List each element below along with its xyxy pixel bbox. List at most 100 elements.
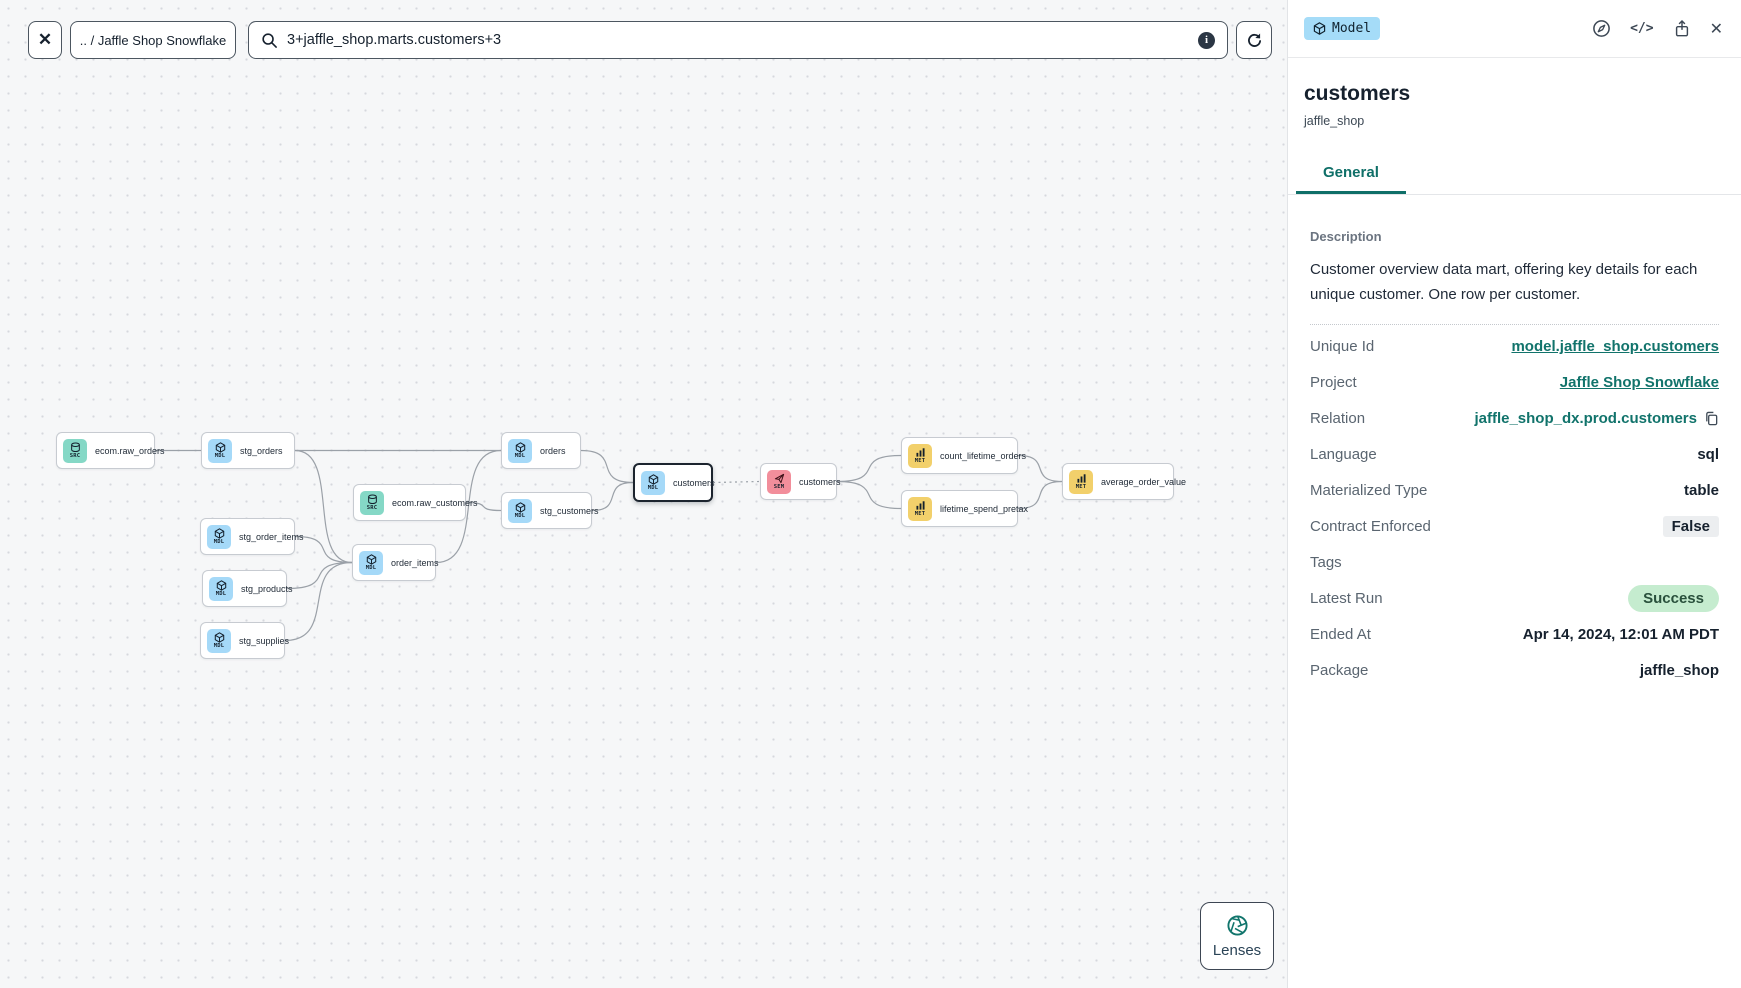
semantic-icon: SEM — [767, 469, 791, 494]
field-value: model.jaffle_shop.customers — [1511, 338, 1719, 355]
graph-node-stg_products[interactable]: MDL stg_products — [202, 570, 293, 607]
field-link[interactable]: Jaffle Shop Snowflake — [1559, 374, 1719, 391]
tab-bar: General — [1288, 156, 1741, 195]
graph-node-stg_supplies[interactable]: MDL stg_supplies — [200, 622, 289, 659]
field-value: Jaffle Shop Snowflake — [1560, 374, 1719, 391]
field-value: Success — [1628, 585, 1719, 612]
node-label: average_order_value — [1101, 476, 1187, 487]
field-label: Project — [1310, 374, 1357, 391]
field-row: Relation jaffle_shop_dx.prod.customers — [1310, 401, 1719, 437]
search-input[interactable] — [287, 32, 1189, 48]
panel-header: Model </> ✕ — [1288, 0, 1741, 58]
edge-stg_orders-order_items — [294, 449, 353, 564]
field-value: Apr 14, 2024, 12:01 AM PDT — [1522, 626, 1719, 643]
breadcrumb[interactable]: .. / Jaffle Shop Snowflake — [70, 21, 236, 59]
field-value: jaffle_shop_dx.prod.customers — [1474, 410, 1719, 427]
status-badge: Success — [1628, 585, 1719, 612]
node-label: customers — [799, 476, 841, 487]
graph-node-customers_sem[interactable]: SEM customers — [760, 463, 841, 500]
node-label: count_lifetime_orders — [940, 450, 1027, 461]
metric-icon: MET — [1069, 469, 1093, 494]
tab-general[interactable]: General — [1296, 156, 1406, 194]
node-type-tag: SEM — [773, 483, 785, 490]
model-icon: MDL — [207, 524, 231, 549]
node-type-tag: MDL — [514, 452, 526, 459]
model-icon: MDL — [208, 438, 232, 463]
model-icon: MDL — [209, 576, 233, 601]
field-label: Latest Run — [1310, 590, 1383, 607]
node-type-tag: MET — [1075, 483, 1087, 490]
description-text: Customer overview data mart, offering ke… — [1310, 261, 1698, 303]
field-label: Ended At — [1310, 626, 1371, 643]
model-icon: MDL — [508, 438, 532, 463]
lenses-aperture-icon — [1226, 914, 1249, 937]
field-label: Contract Enforced — [1310, 518, 1431, 535]
lenses-label: Lenses — [1212, 941, 1262, 959]
info-icon[interactable]: i — [1198, 31, 1215, 49]
node-label: ecom.raw_customers — [392, 497, 478, 508]
page-title: customers — [1304, 82, 1411, 105]
field-row: Project Jaffle Shop Snowflake — [1310, 365, 1719, 401]
lenses-button[interactable]: Lenses — [1200, 902, 1274, 970]
details-panel: Model </> ✕ customers jaffle_shop Genera… — [1287, 0, 1741, 988]
copy-icon[interactable] — [1704, 411, 1719, 426]
resource-type-label: Model — [1332, 21, 1372, 36]
field-value: False — [1662, 516, 1719, 537]
explore-compass-icon[interactable] — [1592, 19, 1611, 38]
node-label: orders — [540, 445, 566, 456]
code-icon[interactable]: </> — [1630, 21, 1654, 36]
node-label: stg_supplies — [239, 635, 290, 646]
field-row: Contract Enforced False — [1310, 509, 1719, 545]
edge-stg_products-order_items — [286, 561, 353, 590]
model-icon: MDL — [508, 498, 532, 523]
resource-type-badge: Model — [1304, 17, 1381, 40]
node-type-tag: MET — [914, 510, 926, 517]
share-icon[interactable] — [1673, 19, 1691, 38]
node-label: ecom.raw_orders — [95, 445, 165, 456]
edge-stg_supplies-order_items — [284, 561, 353, 642]
node-type-tag: MDL — [215, 590, 227, 597]
model-icon: MDL — [207, 628, 231, 653]
page-subtitle: jaffle_shop — [1304, 114, 1365, 128]
graph-node-average_order_value[interactable]: MET average_order_value — [1062, 463, 1186, 500]
search-bar[interactable]: i — [248, 21, 1228, 59]
field-label: Relation — [1310, 410, 1366, 427]
refresh-button[interactable] — [1236, 21, 1272, 59]
field-row: Ended At Apr 14, 2024, 12:01 AM PDT — [1310, 617, 1719, 653]
model-icon: MDL — [359, 550, 383, 575]
graph-node-stg_order_items[interactable]: MDL stg_order_items — [200, 518, 304, 555]
graph-node-lifetime_spend_pretax[interactable]: MET lifetime_spend_pretax — [901, 490, 1028, 527]
close-graph-button[interactable]: ✕ — [28, 21, 62, 59]
node-type-tag: SRC — [69, 452, 81, 459]
node-type-tag: MDL — [214, 452, 226, 459]
node-label: stg_products — [241, 583, 293, 594]
edge-orders-customers — [580, 449, 634, 484]
relation-value: jaffle_shop_dx.prod.customers — [1474, 410, 1697, 427]
field-label: Materialized Type — [1310, 482, 1428, 499]
model-icon: MDL — [641, 470, 665, 495]
panel-close-icon[interactable]: ✕ — [1709, 20, 1723, 38]
field-link[interactable]: model.jaffle_shop.customers — [1511, 338, 1719, 355]
description-label: Description — [1310, 229, 1382, 244]
graph-node-count_lifetime_orders[interactable]: MET count_lifetime_orders — [901, 437, 1026, 474]
node-label: stg_order_items — [239, 531, 304, 542]
field-label: Package — [1310, 662, 1369, 679]
node-label: lifetime_spend_pretax — [940, 503, 1029, 514]
source-icon: SRC — [63, 438, 87, 463]
graph-node-raw_orders[interactable]: SRC ecom.raw_orders — [56, 432, 165, 469]
node-type-tag: MET — [914, 457, 926, 464]
edge-customers-customers_sem — [712, 480, 761, 484]
field-row: Tags — [1310, 545, 1719, 581]
divider — [1310, 323, 1719, 325]
graph-node-orders[interactable]: MDL orders — [501, 432, 581, 469]
